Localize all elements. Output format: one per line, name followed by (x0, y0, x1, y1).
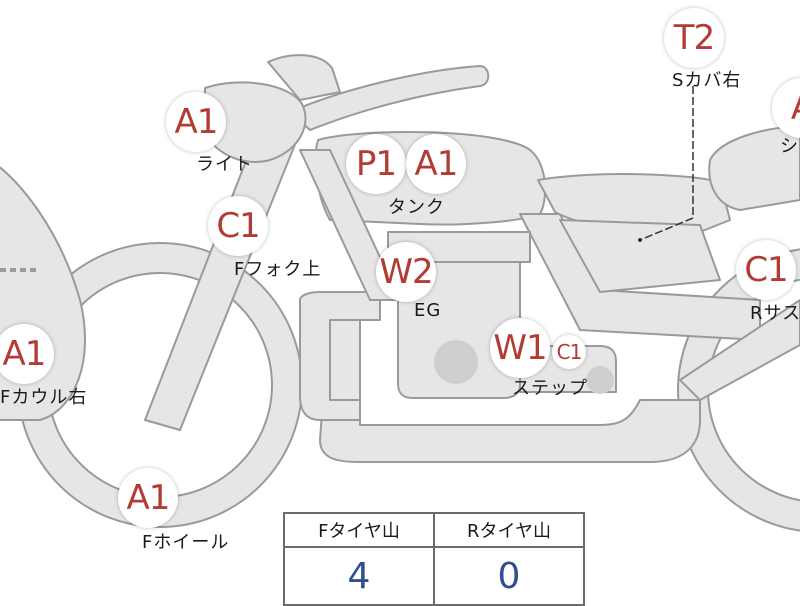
side-cover-code: T2 (664, 8, 724, 68)
frame-rail-shape (289, 65, 490, 131)
front-tire-value: 4 (283, 546, 435, 606)
step-code-2: C1 (552, 335, 586, 369)
seat-label: シ (780, 136, 799, 157)
light-code: A1 (166, 92, 226, 152)
tank-code-1: P1 (346, 134, 406, 194)
front-wheel-code: A1 (118, 468, 178, 528)
front-fork-label: Fフォク上 (234, 259, 322, 280)
front-cowl-label: Fカウル右 (0, 387, 88, 408)
rear-suspension-code: C1 (736, 240, 796, 300)
engine-code: W2 (376, 242, 436, 302)
rear-tire-header: Rタイヤ山 (433, 512, 585, 548)
seat-shape (708, 125, 800, 211)
side-cover-label: Sカバ右 (672, 70, 742, 91)
step-code-1: W1 (490, 318, 550, 378)
engine-label: EG (414, 300, 442, 321)
front-tire-header: Fタイヤ山 (283, 512, 435, 548)
tire-value-row: 4 0 (283, 546, 585, 606)
front-cowl-code: A1 (0, 324, 54, 384)
front-wheel-label: Fホイール (142, 532, 230, 553)
step-label: ステップ (512, 378, 588, 399)
tank-label: タンク (388, 197, 445, 218)
tire-tread-table: Fタイヤ山 Rタイヤ山 4 0 (283, 512, 585, 606)
light-label: ライト (196, 154, 253, 175)
rear-tire-value: 0 (433, 546, 585, 606)
headlight-shape (204, 81, 307, 163)
front-fork-code: C1 (208, 196, 268, 256)
tire-header-row: Fタイヤ山 Rタイヤ山 (283, 512, 585, 548)
rear-suspension-label: Rサス (750, 303, 800, 324)
tank-code-2: A1 (406, 134, 466, 194)
